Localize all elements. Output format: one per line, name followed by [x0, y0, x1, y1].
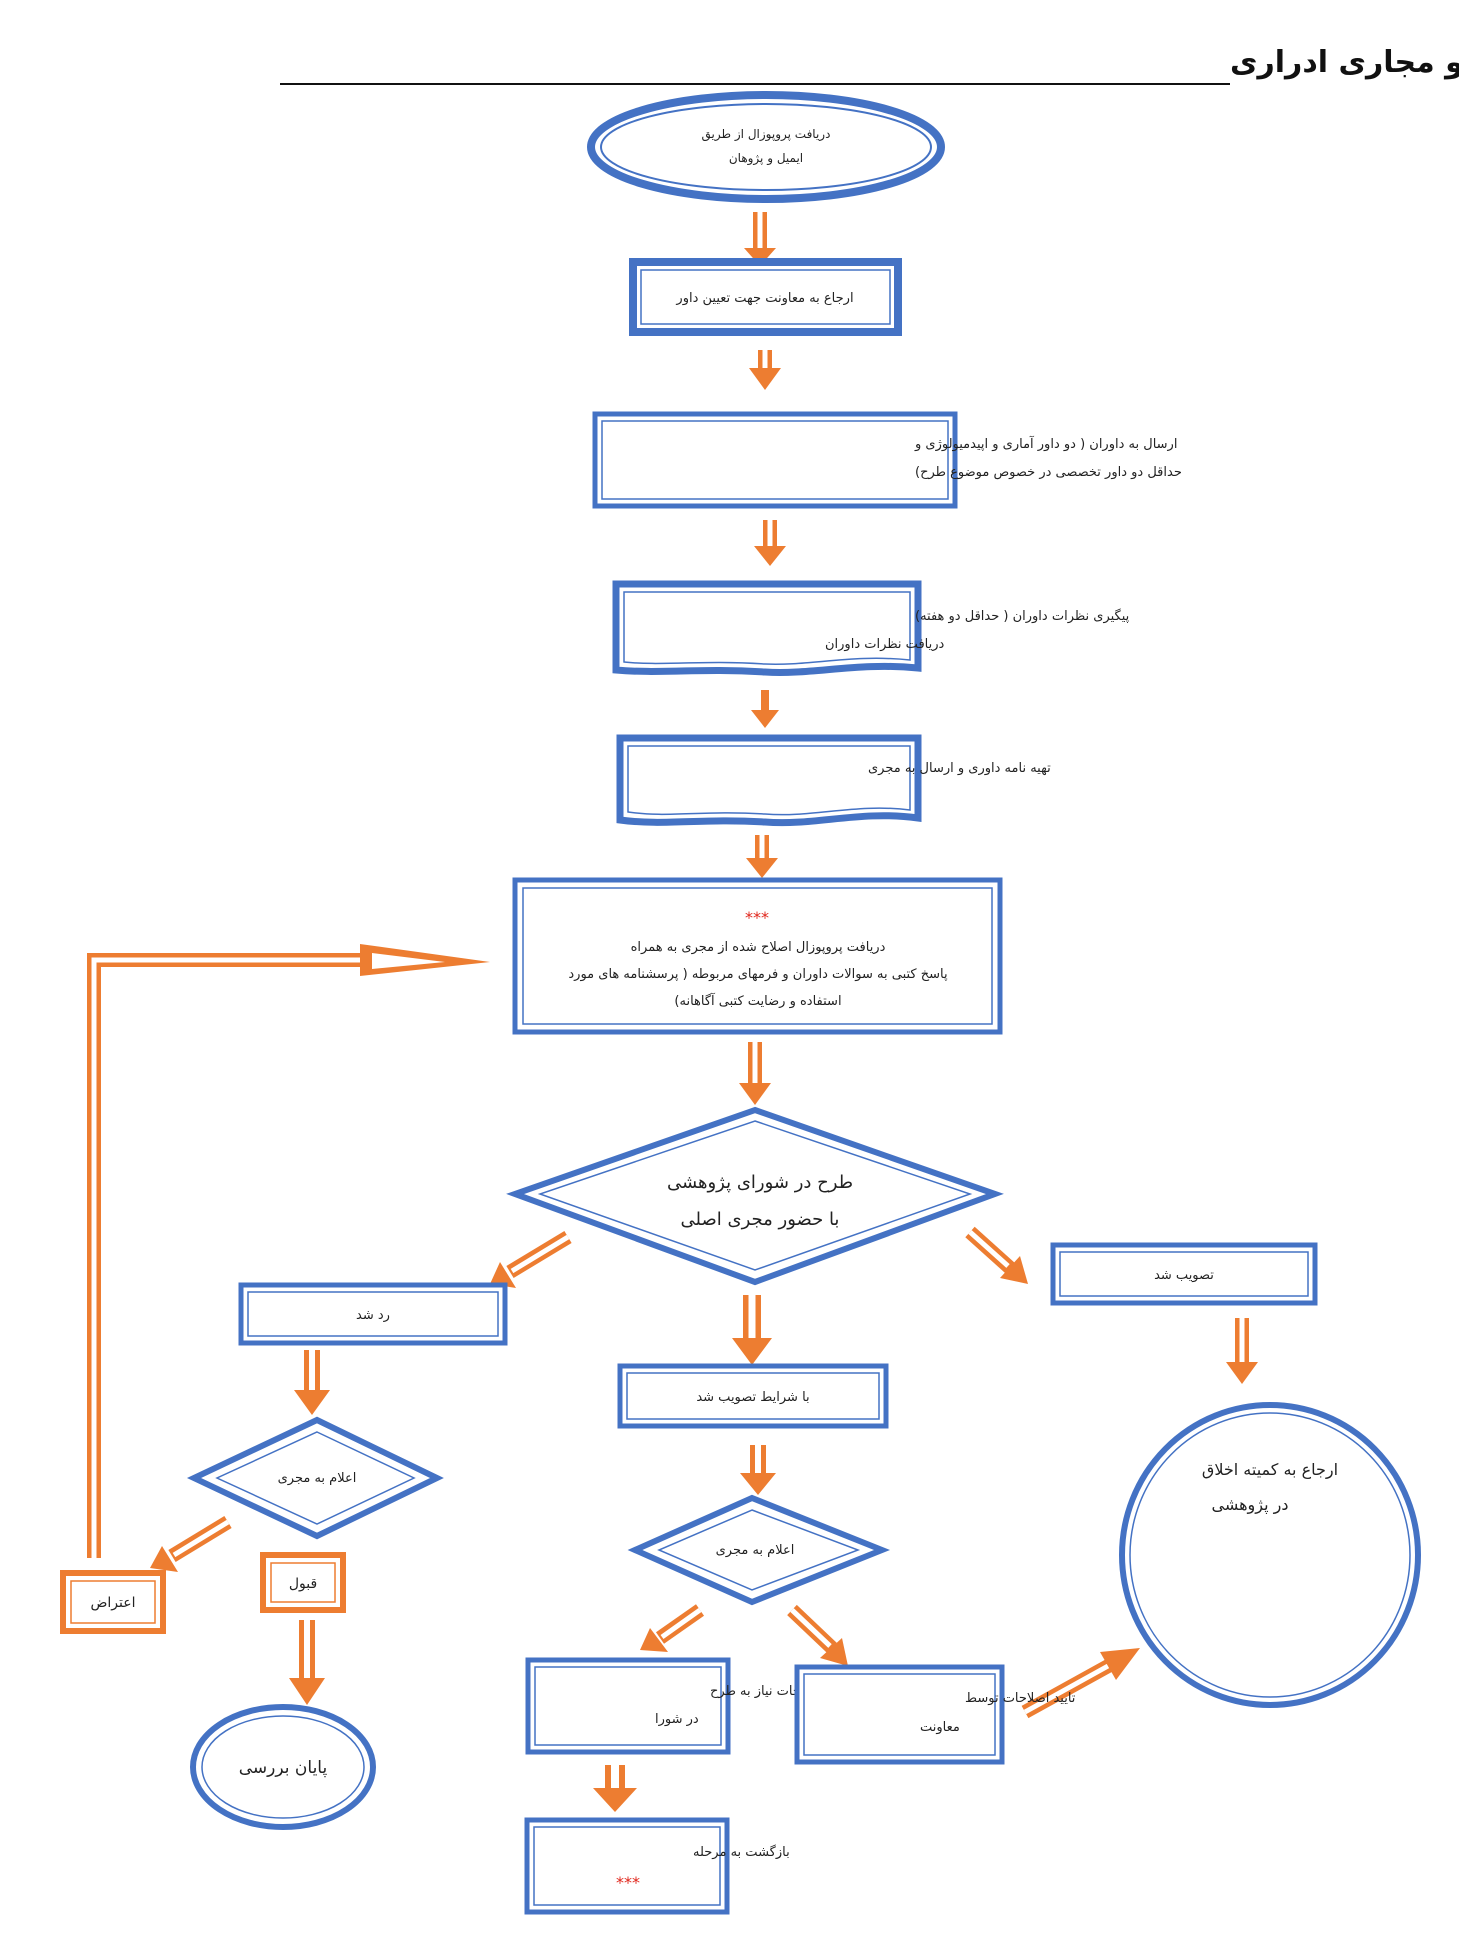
council-line1: طرح در شورای پژوهشی	[667, 1172, 853, 1193]
start-line1: دریافت پروپوزال از طریق	[702, 127, 831, 142]
connector-arrows	[87, 212, 1258, 1812]
node-start: دریافت پروپوزال از طریق ایمیل و پژوهان	[587, 91, 945, 203]
node-confirm-corrections: تایید اصلاحات توسط معاونت	[794, 1664, 1076, 1765]
node-end-review: پایان بررسی	[190, 1704, 376, 1830]
receive-line1: دریافت پروپوزال اصلاح شده از مجری به همر…	[631, 940, 886, 955]
confirm-line1: تایید اصلاحات توسط	[965, 1691, 1076, 1706]
arrow-objection-loop	[87, 944, 490, 1558]
node-objection: اعتراض	[60, 1570, 166, 1634]
arrow-council-to-approved	[965, 1226, 1028, 1284]
arrow-corrections-to-return	[593, 1765, 637, 1812]
node-prepare-letter: تهیه نامه داوری و ارسال به مجری	[616, 734, 1051, 827]
page-title: فرایند بررسی طرحهای تحقیقاتی ارجاع شده ب…	[1230, 45, 1459, 80]
node-council: طرح در شورای پژوهشی با حضور مجری اصلی	[506, 1106, 1004, 1286]
arrow-receive-to-council	[739, 1042, 771, 1105]
ethics-line2: در پژوهشی	[1212, 1495, 1289, 1515]
arrow-council-to-conditional	[732, 1295, 772, 1365]
arrow-confirm-to-ethics	[1021, 1648, 1140, 1719]
node-conditional: با شرایط تصویب شد	[617, 1363, 889, 1429]
end-review-label: پایان بررسی	[239, 1758, 328, 1778]
objection-label: اعتراض	[90, 1595, 135, 1611]
node-follow-up: پیگیری نظرات داوران ( حداقل دو هفته) دری…	[612, 580, 1130, 676]
node-notify-left: اعلام به مجری	[186, 1416, 444, 1540]
arrow-council-to-rejected	[490, 1231, 572, 1288]
arrow-accept-to-end	[289, 1620, 325, 1705]
assign-label: ارجاع به معاونت جهت تعیین داور	[675, 291, 853, 306]
node-accept: قبول	[260, 1552, 346, 1613]
notify-left-label: اعلام به مجری	[278, 1471, 357, 1486]
node-assign: ارجاع به معاونت جهت تعیین داور	[629, 258, 902, 336]
prepare-letter-label: تهیه نامه داوری و ارسال به مجری	[868, 761, 1051, 776]
arrow-notify-left-to-objection	[150, 1516, 232, 1572]
node-send-reviewers: ارسال به داوران ( دو داور آماری و اپیدمی…	[592, 411, 1182, 509]
node-approved: تصویب شد	[1050, 1242, 1318, 1306]
corrections-line2: در شورا	[655, 1712, 699, 1727]
ethics-line1: ارجاع به کمیته اخلاق	[1202, 1460, 1338, 1480]
arrow-conditional-to-notify	[740, 1445, 776, 1495]
send-line1: ارسال به داوران ( دو داور آماری و اپیدمی…	[914, 435, 1177, 452]
start-line2: ایمیل و پژوهان	[729, 151, 803, 166]
receive-line2: پاسخ کتبی به سوالات داوران و فرمهای مربو…	[568, 967, 948, 982]
approved-label: تصویب شد	[1154, 1268, 1214, 1283]
followup-line1: پیگیری نظرات داوران ( حداقل دو هفته)	[915, 608, 1130, 624]
arrow-notify-center-to-confirm	[787, 1604, 848, 1666]
receive-line3: استفاده و رضایت کتبی آگاهانه)	[674, 992, 841, 1009]
council-line2: با حضور مجری اصلی	[681, 1209, 840, 1230]
node-rejected: رد شد	[238, 1282, 508, 1346]
receive-marker: ***	[745, 908, 769, 927]
arrow-approved-to-ethics	[1226, 1318, 1258, 1384]
arrow-start-to-assign	[744, 212, 776, 266]
confirm-line2: معاونت	[920, 1720, 960, 1735]
arrow-assign-to-send	[749, 350, 781, 390]
arrow-send-to-followup	[754, 520, 786, 566]
return-stage-marker: ***	[616, 1873, 640, 1892]
node-notify-center: اعلام به مجری	[627, 1494, 891, 1606]
rejected-label: رد شد	[356, 1308, 390, 1323]
return-stage-label: بازگشت به مرحله	[693, 1844, 790, 1860]
arrow-rejected-to-notify	[294, 1350, 330, 1415]
accept-label: قبول	[289, 1576, 317, 1592]
send-line2: حداقل دو داور تخصصی در خصوص موضوع طرح)	[915, 465, 1182, 480]
followup-line2: دریافت نظرات داوران	[825, 637, 945, 652]
arrow-notify-center-to-corrections	[640, 1604, 705, 1652]
arrow-followup-to-letter	[751, 690, 779, 728]
notify-center-label: اعلام به مجری	[716, 1543, 795, 1558]
node-receive-revised: *** دریافت پروپوزال اصلاح شده از مجری به…	[512, 877, 1003, 1035]
arrow-letter-to-receive	[746, 835, 778, 878]
node-ethics: ارجاع به کمیته اخلاق در پژوهشی	[1119, 1402, 1421, 1708]
node-return-stage: بازگشت به مرحله ***	[524, 1817, 790, 1915]
conditional-label: با شرایط تصویب شد	[696, 1390, 809, 1405]
